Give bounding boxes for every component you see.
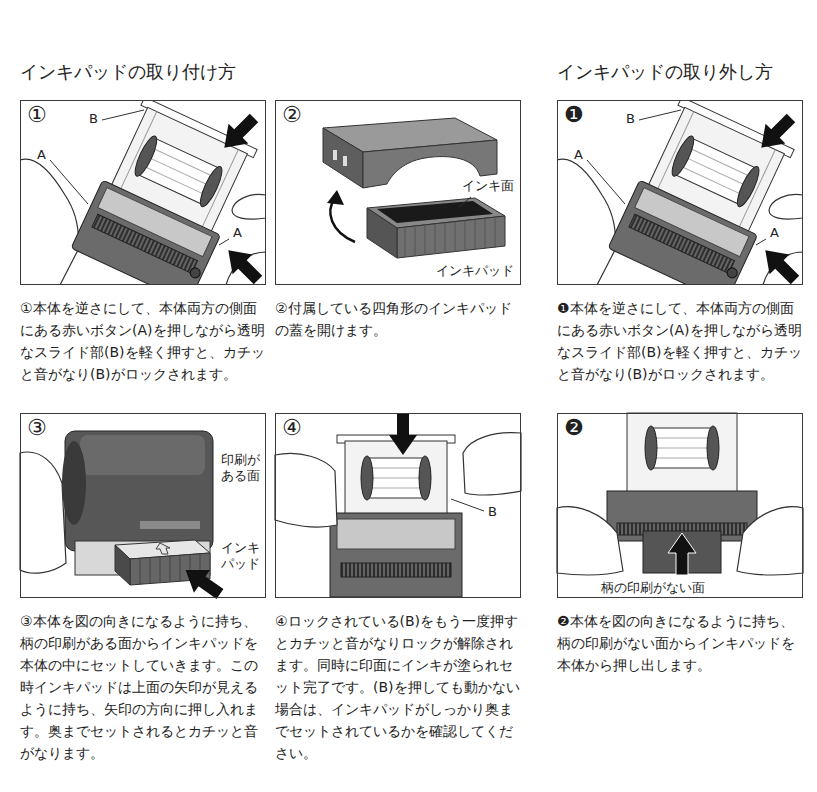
stamp-tilted	[557, 96, 805, 303]
section-heading: インキパッドの取り外し方	[557, 60, 773, 83]
step-caption: ①本体を逆さにして、本体両方の側面にある赤いボタン(A)を押しながら透明なスライ…	[20, 297, 266, 385]
step-caption: ②付属している四角形のインキパッドの蓋を開けます。	[275, 297, 521, 341]
panel-frame: ③ 印刷が ある面インキ パッド	[20, 413, 266, 598]
pad-inserting	[20, 431, 228, 605]
step-number: ❷	[564, 415, 584, 441]
step-number: ③	[27, 415, 47, 441]
pad-removing	[557, 413, 803, 575]
panel-frame: ① B A A	[20, 100, 266, 285]
section-heading: インキパッドの取り付け方	[20, 60, 236, 83]
part-label: インキパッド	[436, 263, 514, 279]
panel-frame: ④B	[275, 413, 521, 598]
part-label: インキ面	[462, 178, 514, 194]
part-label: A	[37, 147, 46, 163]
panel-frame: ② インキ面インキパッド	[275, 100, 521, 285]
step-caption: ④ロックされている(B)をもう一度押すとカチッと音がなりロックが解除されます。同…	[275, 610, 521, 764]
step-number: ①	[27, 102, 47, 128]
step-panel: ② インキ面インキパッド ②付属している四角形のインキパッドの蓋を開けます。	[275, 100, 521, 341]
stamp-locked	[275, 413, 521, 597]
panel-frame: ❶ B A A	[557, 100, 803, 285]
part-label: B	[488, 504, 497, 520]
step-panel: ① B A A ①本体を逆さにして、本体両方の側面にある赤いボタン(A)を押しながら透明…	[20, 100, 266, 385]
part-label: B	[89, 111, 98, 127]
step-panel: ④B④ロックされている(B)をもう一度押すとカチッと音がなりロックが解除されます…	[275, 413, 521, 764]
step-panel: ❷ 柄の印刷がない面 ❷本体を図の向きになるように持ち、柄の印刷がない面からインキパ…	[557, 413, 803, 676]
step-panel: ③ 印刷が ある面インキ パッド ③本体を図の向きになるように持ち、柄の印刷がある面…	[20, 413, 266, 764]
part-label: A	[233, 225, 242, 241]
part-label: 印刷が ある面	[221, 452, 264, 483]
part-label: 柄の印刷がない面	[601, 580, 705, 596]
part-label: A	[770, 225, 779, 241]
step-number: ❶	[564, 102, 584, 128]
step-number: ④	[282, 415, 302, 441]
part-label: A	[574, 147, 583, 163]
step-panel: ❶ B A A ❶本体を逆さにして、本体両方の側面にある赤いボタン(A)を押しながら透明…	[557, 100, 803, 385]
panel-frame: ❷ 柄の印刷がない面	[557, 413, 803, 598]
step-caption: ❶本体を逆さにして、本体両方の側面にある赤いボタン(A)を押しながら透明なスライ…	[557, 297, 803, 385]
step-caption: ❷本体を図の向きになるように持ち、柄の印刷がない面からインキパッドを本体から押し…	[557, 610, 803, 676]
part-label: B	[626, 111, 635, 127]
step-number: ②	[282, 102, 302, 128]
part-label: インキ パッド	[221, 540, 264, 571]
stamp-tilted	[20, 96, 268, 303]
step-caption: ③本体を図の向きになるように持ち、柄の印刷がある面からインキパッドを本体の中にセ…	[20, 610, 266, 764]
